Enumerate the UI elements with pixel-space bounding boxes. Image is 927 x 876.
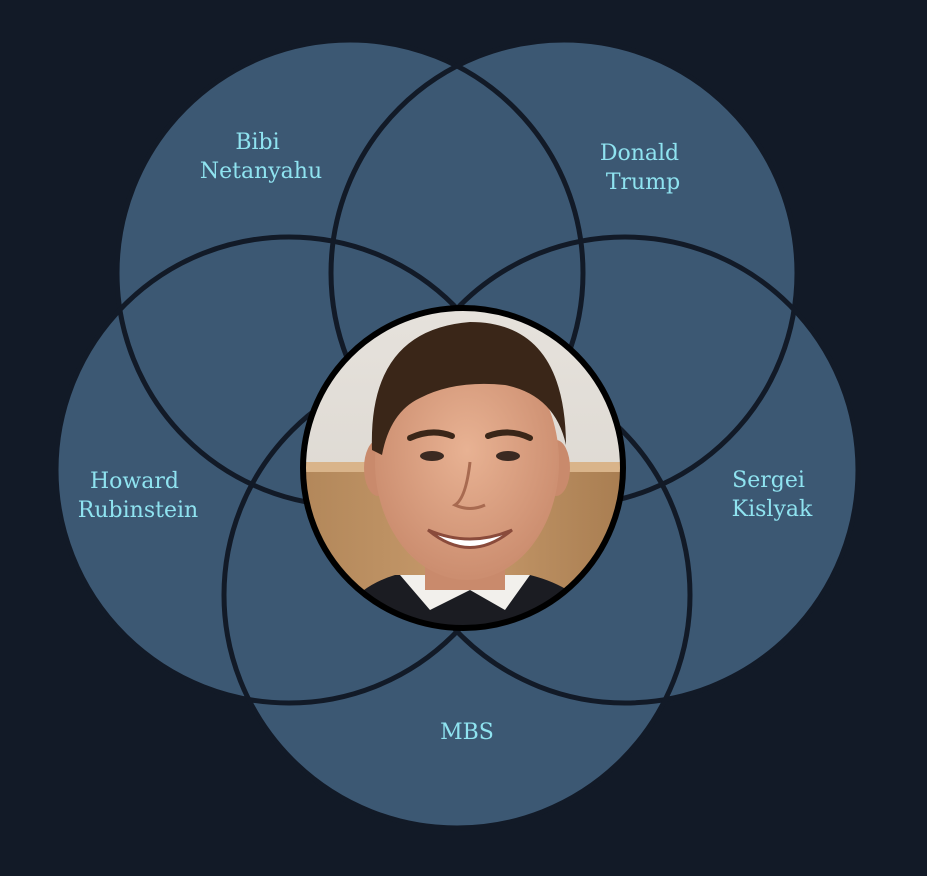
label-sergei-line-2: Kislyak xyxy=(732,497,813,522)
portrait-eye-left xyxy=(420,451,444,461)
label-trump-line-2: Trump xyxy=(606,170,680,195)
label-mbs-line-1: MBS xyxy=(440,720,494,745)
label-bibi-line-2: Netanyahu xyxy=(200,159,322,184)
label-mbs: MBS xyxy=(440,720,494,745)
label-howard-line-2: Rubinstein xyxy=(78,498,198,523)
portrait-eye-right xyxy=(496,451,520,461)
label-sergei-line-1: Sergei xyxy=(732,468,805,493)
label-howard-line-1: Howard xyxy=(90,469,179,494)
label-trump-line-1: Donald xyxy=(600,141,679,166)
label-bibi-line-1: Bibi xyxy=(235,130,279,155)
